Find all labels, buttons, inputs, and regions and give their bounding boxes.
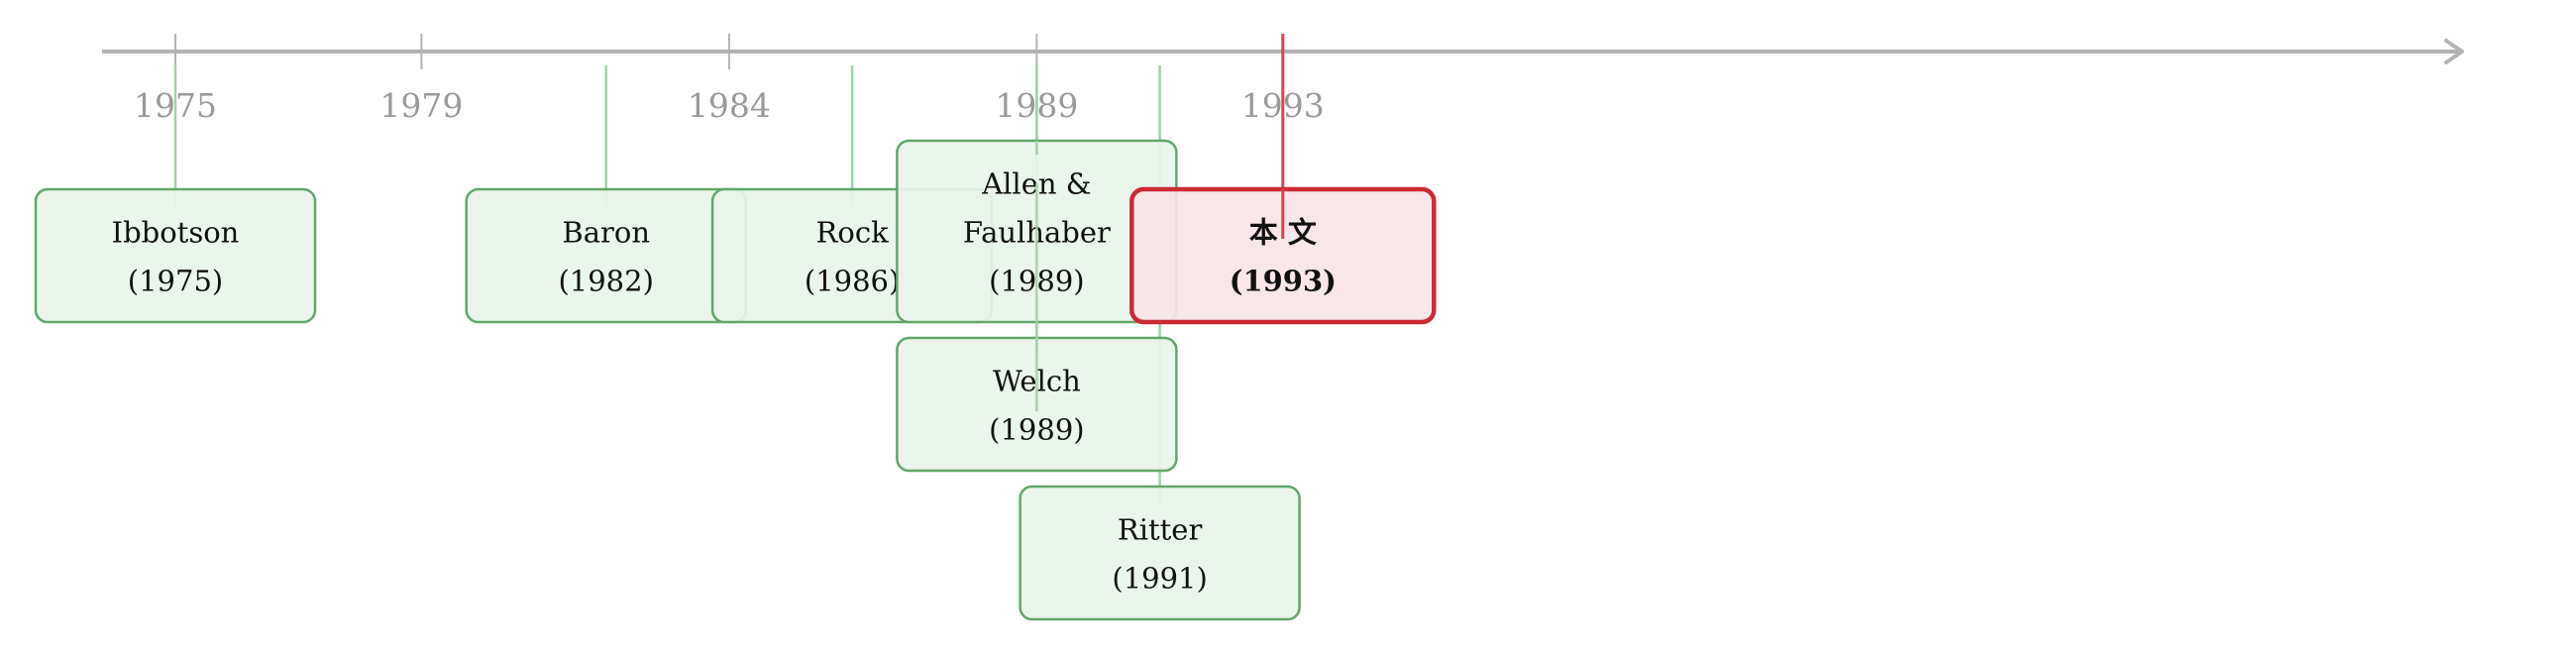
- event-box-frame-5: [1019, 485, 1301, 621]
- event-label-1-0: Baron: [562, 215, 650, 249]
- event-boxes: Ibbotson(1975)Baron(1982)Rock(1986)Allen…: [34, 139, 1437, 621]
- event-label-5-0: Ritter: [1118, 512, 1203, 546]
- event-label-1-1: (1982): [558, 264, 653, 297]
- tick-label-1984: 1984: [688, 86, 771, 125]
- event-label-2-1: (1986): [805, 264, 900, 297]
- event-label-0-0: Ibbotson: [112, 215, 240, 249]
- tick-label-1979: 1979: [379, 86, 463, 125]
- event-label-4-1: (1989): [989, 412, 1084, 446]
- event-label-6-1: (1993): [1230, 264, 1337, 297]
- event-box-6: 本 文 (1993): [1129, 186, 1437, 325]
- event-label-5-1: (1991): [1112, 561, 1207, 595]
- event-box-1: Baron (1982): [465, 187, 747, 324]
- event-box-frame-1: [465, 187, 747, 324]
- event-label-6-0: 本 文: [1249, 215, 1318, 249]
- event-box-frame-0: [34, 187, 317, 324]
- event-label-2-0: Rock: [816, 215, 890, 249]
- event-box-0: Ibbotson (1975): [34, 187, 317, 324]
- event-box-5: Ritter (1991): [1019, 485, 1301, 621]
- axis-arrow-icon: [2444, 39, 2464, 64]
- event-label-0-1: (1975): [128, 264, 223, 297]
